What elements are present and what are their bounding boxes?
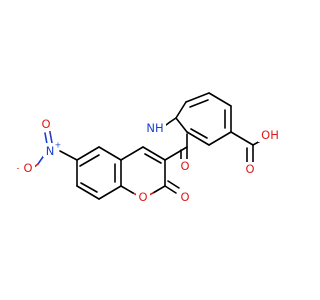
bond-c5-c6-inner <box>79 154 100 167</box>
nitro-oxygen-left: O - <box>17 160 35 175</box>
acid-carbonyl-oxygen: O <box>243 162 257 176</box>
bond-c3-amide-c <box>164 146 188 161</box>
bond-ring-cooh-c <box>230 131 254 146</box>
molecule-structure-diagram: O - N + O O O O NH O <box>16 92 282 204</box>
lactone-oxygen: O <box>178 190 192 204</box>
bond-c2-lactone-o-b <box>167 180 180 189</box>
bond-o1-c8a <box>120 185 134 194</box>
nitro-oxygen-top: O <box>39 117 53 131</box>
bond-c4-c3-inner <box>144 153 162 164</box>
nitro-nitrogen-charge: + <box>55 141 62 150</box>
bond-nitro-n-o2-b <box>44 132 48 145</box>
amide-nh-symbol: NH <box>146 121 163 135</box>
bond-layer <box>32 92 263 200</box>
ring-oxygen: O <box>136 190 150 204</box>
lactone-oxygen-symbol: O <box>180 190 189 204</box>
bond-c2-o1 <box>152 185 166 194</box>
bond-p2-p3 <box>185 92 210 103</box>
bond-p3-p4 <box>208 92 232 107</box>
nitro-oxygen-top-symbol: O <box>41 117 50 131</box>
bond-c5-c6 <box>76 146 100 161</box>
bond-c8-c7 <box>76 185 100 200</box>
bond-ring-nitro-n <box>59 150 78 161</box>
acid-hydroxyl: OH <box>258 128 282 142</box>
amide-oxygen-symbol: O <box>180 159 189 173</box>
bond-c4-c3 <box>142 146 166 161</box>
bond-c8a-c8 <box>98 185 122 200</box>
bond-c8-c7-inner <box>80 182 98 193</box>
nitro-nitrogen: N + <box>43 141 62 158</box>
bond-nitro-n-o2 <box>49 131 53 144</box>
bond-p1-p2 <box>175 101 187 119</box>
bond-n-phenyl-2 <box>169 117 177 123</box>
nitro-oxygen-left-symbol: O <box>23 161 32 175</box>
acid-carbonyl-oxygen-symbol: O <box>245 162 254 176</box>
bond-p2-p3-inner <box>189 99 209 108</box>
nitro-oxygen-left-charge: - <box>17 164 20 173</box>
acid-hydroxyl-symbol: OH <box>261 128 279 142</box>
atom-label-layer: O - N + O O O O NH O <box>17 117 282 204</box>
amide-nh: NH <box>144 121 166 135</box>
amide-oxygen: O <box>178 159 192 173</box>
bond-n-phenyl <box>165 121 171 126</box>
bond-c2-lactone-o <box>164 185 177 194</box>
bond-c4a-c4 <box>120 146 144 161</box>
bond-p1-close <box>175 117 188 133</box>
bond-p6-p1-inner <box>190 128 208 139</box>
ring-oxygen-symbol: O <box>138 190 147 204</box>
bond-c6-c4a <box>98 146 122 161</box>
bond-p5-p6 <box>208 131 232 146</box>
nitro-nitrogen-symbol: N <box>46 144 55 158</box>
bond-p6-p1 <box>186 131 210 146</box>
